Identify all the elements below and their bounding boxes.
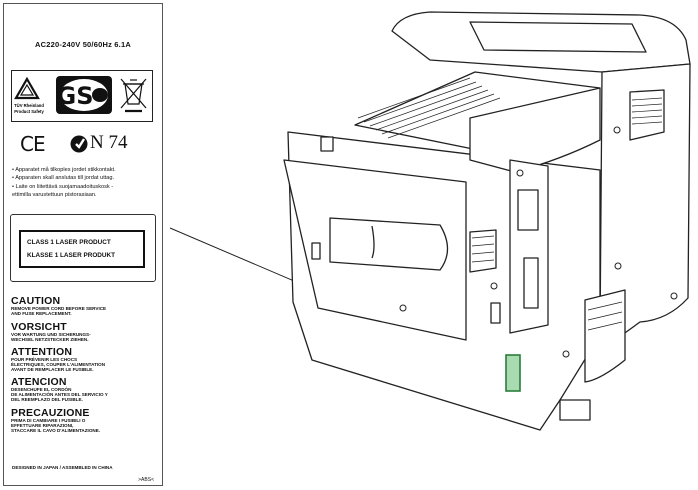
warning-line: • Apparatet må tilkoples jordet stikkont… — [12, 167, 116, 173]
printer-right-side — [599, 63, 691, 336]
caution-line: AVANT DE REMPLACER LE FUSIBLE. — [11, 367, 94, 373]
handle-grip — [371, 225, 375, 259]
rating-label-location-marker — [505, 354, 521, 392]
caution-line: EFFETTUARE RIPARAZIONI, — [11, 423, 74, 429]
caution-line: PRIMA DI CAMBIARE I FUSIBILI O — [11, 418, 86, 423]
tuv-text-line2: Product Safety — [14, 109, 44, 114]
caution-line: DE ALIMENTACIÓN ANTES DEL SERVICIO Y — [11, 392, 108, 398]
crossed-bin-icon — [120, 78, 147, 113]
caution-line: STACCARE IL CAVO D'ALIMENTAZIONE. — [11, 428, 101, 434]
caution-heading: ATTENTION — [11, 346, 73, 358]
tuv-text-line1: TÜV Rheinland — [14, 103, 44, 108]
laser-class-line: CLASS 1 LASER PRODUCT — [27, 239, 111, 246]
latch-left — [311, 242, 321, 260]
caution-heading: ATENCION — [11, 376, 67, 388]
rating-label: AC220-240V 50/60Hz 6.1A TÜV Rheinland Pr… — [3, 3, 163, 486]
warning-line: ettimilla varustettuun pistorasiaan. — [12, 192, 97, 199]
caution-line: DEL REEMPLAZO DEL FUSIBLE. — [11, 397, 83, 403]
grounding-warnings: • Apparatet må tilkoples jordet stikkont… — [12, 166, 160, 200]
indicator-window — [320, 136, 334, 152]
power-rating: AC220-240V 50/60Hz 6.1A — [35, 40, 131, 49]
gs-mark-text: GS — [57, 82, 94, 110]
certification-marks: TÜV Rheinland Product Safety GS — [14, 76, 147, 114]
caution-line: VOR WARTUNG UND SICHERUNGS- — [11, 332, 91, 337]
gs-badge-window — [60, 79, 108, 111]
right-vent-panel — [584, 289, 626, 383]
certification-box: TÜV Rheinland Product Safety GS — [11, 70, 153, 122]
ce-mark: CE — [20, 132, 46, 156]
tuv-triangle-icon — [14, 76, 40, 100]
vent-slats — [357, 77, 663, 331]
foot-right — [559, 399, 591, 421]
gs-seal-icon — [92, 88, 108, 102]
laser-class-line: KLASSE 1 LASER PRODUKT — [27, 252, 116, 259]
laser-class-label: CLASS 1 LASER PRODUCT KLASSE 1 LASER PRO… — [19, 230, 145, 268]
conformity-marks: CE N 74 — [4, 130, 162, 160]
latch-right — [490, 302, 501, 324]
caution-block-es: ATENCION DESENCHUFE EL CORDÓN DE ALIMENT… — [11, 377, 161, 403]
caution-block-en: CAUTION REMOVE POWER CORD BEFORE SERVICE… — [11, 296, 161, 316]
cassette-handle — [329, 217, 449, 271]
screw-holes — [399, 126, 678, 358]
caution-line: AND FUSE REPLACEMENT. — [11, 311, 72, 317]
caution-heading: VORSICHT — [11, 321, 67, 333]
warning-line: • Laite on liitettävä suojamaadoituskosk… — [12, 183, 114, 190]
caution-line: ÉLECTRIQUES, COUPER L'ALIMENTATION — [11, 362, 106, 368]
caution-line: POUR PRÉVENIR LES CHOCS — [11, 357, 78, 362]
caution-line: WECHSEL NETZSTECKER ZIEHEN. — [11, 337, 89, 343]
printer-top-slot — [469, 21, 647, 53]
caution-block-fr: ATTENTION POUR PRÉVENIR LES CHOCS ÉLECTR… — [11, 347, 161, 373]
interface-port — [517, 189, 539, 231]
caution-heading: CAUTION — [11, 295, 61, 307]
caution-block-de: VORSICHT VOR WARTUNG UND SICHERUNGS- WEC… — [11, 322, 161, 342]
caution-line: REMOVE POWER CORD BEFORE SERVICE — [11, 306, 107, 311]
network-port — [523, 257, 539, 309]
c-tick-icon — [70, 135, 88, 153]
tuv-inner-triangle-icon — [19, 83, 35, 96]
warning-line: • Apparaten skall anslutas till jordat u… — [12, 175, 115, 182]
n74-mark: N 74 — [90, 132, 128, 153]
origin-footer: DESIGNED IN JAPAN / ASSEMBLED IN CHINA — [12, 465, 113, 470]
laser-class-box: CLASS 1 LASER PRODUCT KLASSE 1 LASER PRO… — [10, 214, 156, 282]
caution-block-it: PRECAUZIONE PRIMA DI CAMBIARE I FUSIBILI… — [11, 408, 161, 434]
caution-heading: PRECAUZIONE — [11, 407, 90, 419]
caution-line: DESENCHUFE EL CORDÓN — [11, 387, 72, 392]
material-code: >ABS< — [138, 477, 154, 483]
side-vent — [629, 89, 665, 141]
